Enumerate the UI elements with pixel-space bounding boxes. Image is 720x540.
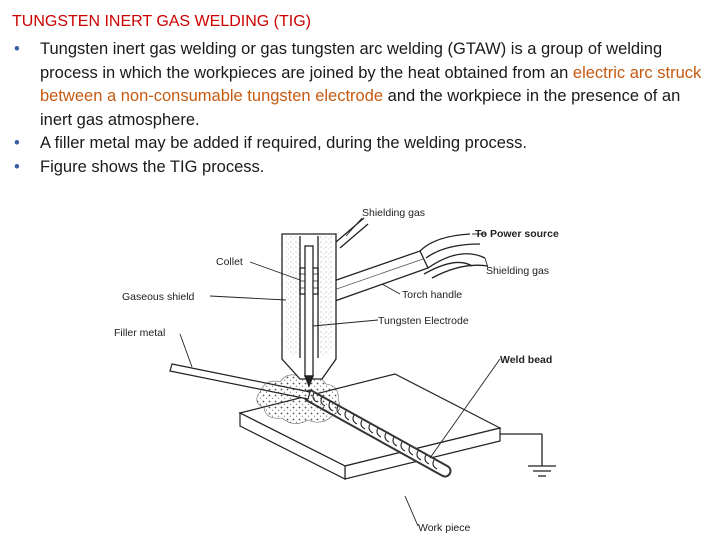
tig-process-figure: Shielding gas To Power source Shielding … — [114, 207, 559, 534]
slide-title: TUNGSTEN INERT GAS WELDING (TIG) — [12, 13, 311, 30]
label-work-piece: Work piece — [418, 522, 470, 534]
bullet-item: • Tungsten inert gas welding or gas tung… — [12, 38, 712, 132]
label-torch-handle: Torch handle — [402, 289, 462, 301]
gas-hoses — [335, 217, 489, 279]
bullet-marker: • — [14, 134, 20, 152]
label-gaseous-shield: Gaseous shield — [122, 291, 195, 303]
label-tungsten-electrode: Tungsten Electrode — [378, 315, 469, 327]
bullet-text-end: and the workpiece in the presence of an … — [40, 87, 681, 129]
label-shielding-gas-right: Shielding gas — [486, 265, 549, 277]
bullet-text: A filler metal may be added if required,… — [40, 134, 528, 152]
bullet-list: • Tungsten inert gas welding or gas tung… — [12, 38, 712, 179]
bullet-marker: • — [14, 157, 20, 176]
bullet-highlight: electric arc struck between a non-consum… — [40, 63, 702, 106]
bullet-item: • Figure shows the TIG process. — [12, 156, 712, 180]
label-collet: Collet — [216, 256, 243, 268]
bullet-item: • A filler metal may be added if require… — [12, 132, 712, 156]
gaseous-shield-cloud — [256, 374, 341, 424]
label-shielding-gas-top: Shielding gas — [362, 207, 425, 219]
label-filler-metal: Filler metal — [114, 327, 165, 339]
label-weld-bead: Weld bead — [500, 354, 552, 366]
bullet-text: Tungsten inert gas welding or gas tungst… — [40, 40, 663, 82]
leader-lines — [179, 217, 501, 527]
bullet-text: Figure shows the TIG process. — [40, 157, 265, 176]
torch-body — [281, 233, 337, 388]
bullet-marker: • — [14, 40, 20, 58]
label-power-source: To Power source — [475, 228, 559, 240]
ground-symbol — [500, 433, 556, 477]
